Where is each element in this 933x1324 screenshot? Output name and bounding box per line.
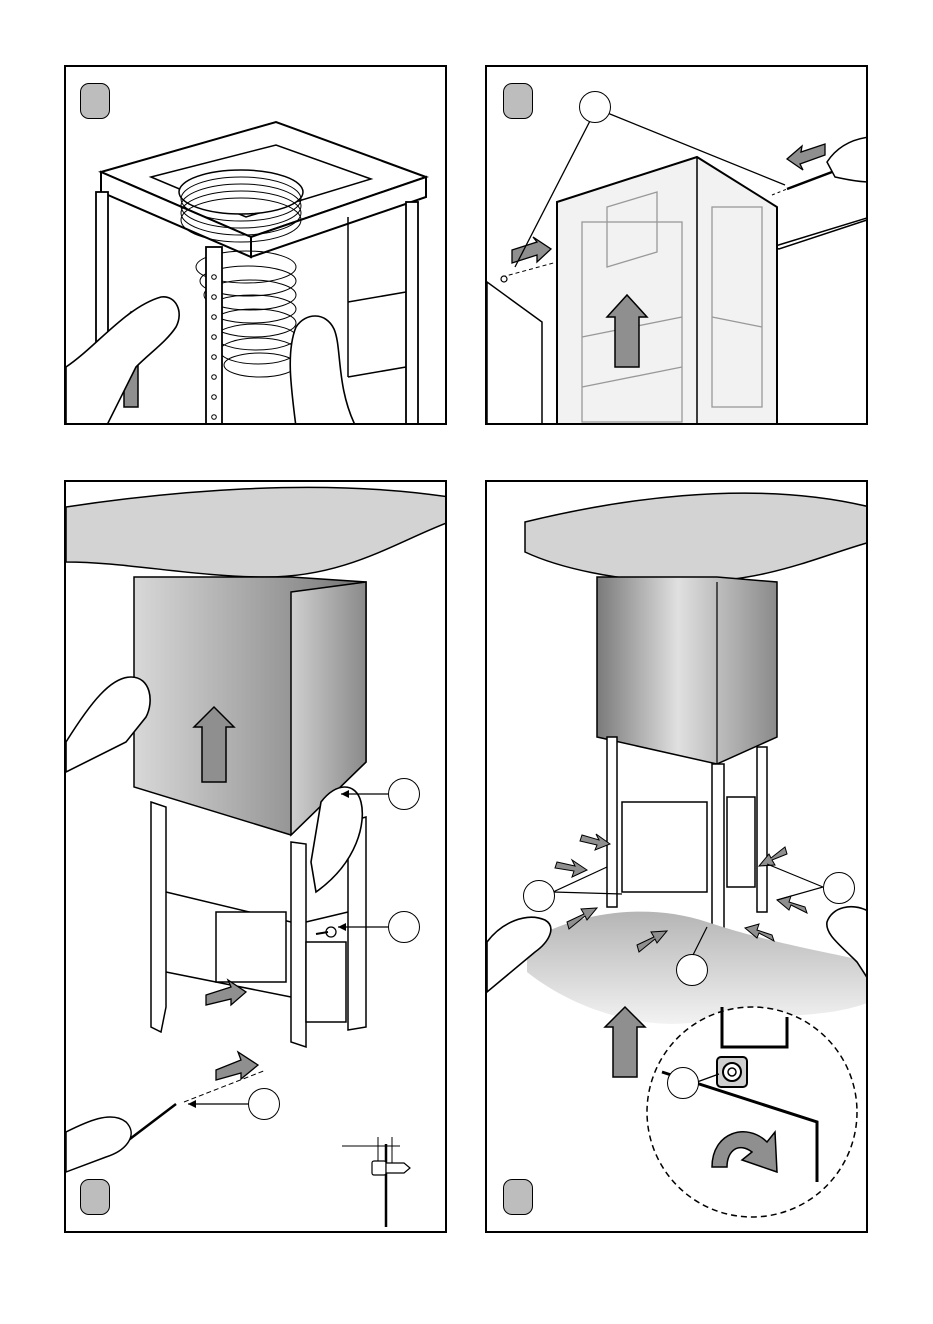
hand-icon: [290, 316, 356, 425]
detail-magnifier-icon: [647, 1007, 857, 1217]
callout-detail-screw: [667, 1067, 699, 1099]
screw-detail-icon: [342, 1137, 410, 1227]
step-badge: [503, 1179, 533, 1215]
panel-step-3: [64, 480, 447, 1233]
callout-screw-bottom: [248, 1088, 280, 1120]
callout-center-screw: [676, 954, 708, 986]
screwdriver-icon: [126, 1104, 176, 1142]
panel-step-1: [64, 65, 447, 425]
panel-step-2: [485, 65, 868, 425]
step-badge: [80, 1179, 110, 1215]
hand-icon: [827, 137, 868, 182]
hand-icon: [66, 1117, 131, 1172]
callout-left-screws: [523, 880, 555, 912]
hand-icon: [66, 297, 179, 425]
callout-right-screws: [823, 872, 855, 904]
panel-step-4: [485, 480, 868, 1233]
callout-screw: [388, 911, 420, 943]
screwdriver-icon: [787, 172, 832, 189]
step-badge: [503, 83, 533, 119]
callout-cover-tab: [388, 778, 420, 810]
frame-and-duct-illustration: [66, 67, 447, 425]
lower-frame-illustration: [487, 482, 868, 1233]
arrow-icon: [787, 144, 825, 170]
duct-hose-icon: [179, 170, 303, 377]
step-badge: [80, 83, 110, 119]
callout-screw: [579, 91, 611, 123]
arrow-icon: [512, 237, 551, 263]
cover-fixing-illustration: [487, 67, 868, 425]
upper-cover-illustration: [66, 482, 447, 1233]
